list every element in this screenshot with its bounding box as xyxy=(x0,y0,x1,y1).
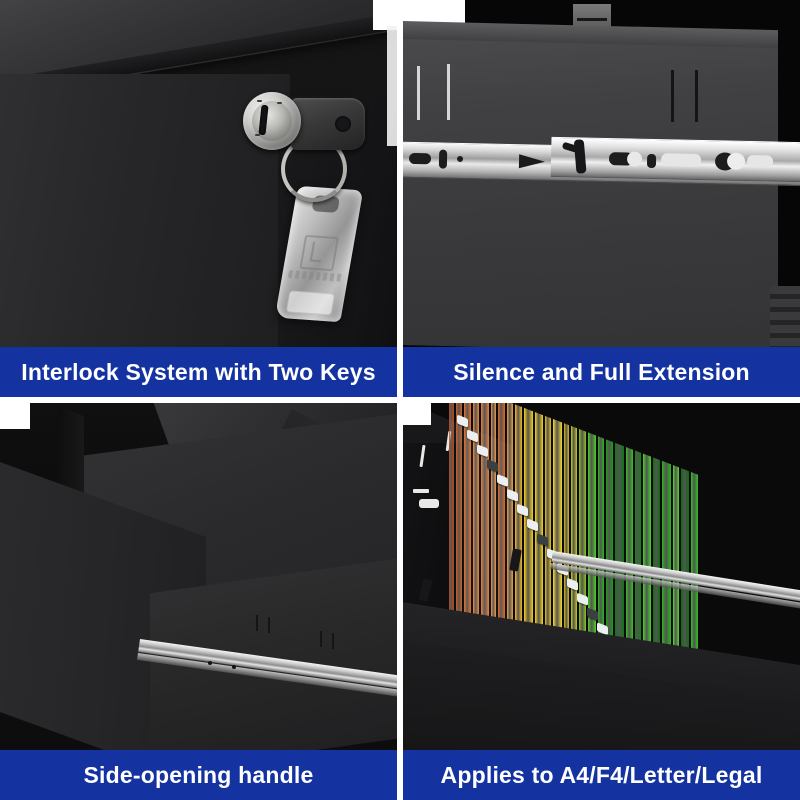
panel-interlock-system: Interlock System with Two Keys xyxy=(0,0,397,397)
backdrop-white-corner xyxy=(403,403,431,425)
drawer-slot xyxy=(417,66,420,120)
cabinet-front-face xyxy=(0,74,290,397)
folder-tab xyxy=(537,533,548,547)
caption-text-paper-sizes: Applies to A4/F4/Letter/Legal xyxy=(440,761,763,788)
backdrop-white-corner xyxy=(0,403,30,429)
drawer-slot xyxy=(695,70,698,122)
folder-tab xyxy=(587,607,598,621)
folder-tab xyxy=(457,414,468,428)
folder-tab xyxy=(517,503,528,517)
folder-tab xyxy=(527,518,538,532)
slide-rail-arrow xyxy=(518,154,546,169)
caption-bar-silence: Silence and Full Extension xyxy=(403,347,800,397)
folder-tab xyxy=(477,444,488,458)
folder-tab xyxy=(507,488,518,502)
key-head-hole xyxy=(335,116,351,132)
cabinet-edge-detail xyxy=(770,286,800,348)
drawer-slot xyxy=(671,70,674,122)
lock-cylinder-icon xyxy=(243,92,301,150)
panel-paper-sizes: Applies to A4/F4/Letter/Legal xyxy=(403,403,800,800)
folder-tab xyxy=(467,429,478,443)
key-fob-label xyxy=(287,270,343,282)
caption-bar-interlock: Interlock System with Two Keys xyxy=(0,347,397,397)
panel-side-opening-handle: Side-opening handle xyxy=(0,403,397,800)
panel-silence-full-extension: Silence and Full Extension xyxy=(403,0,800,397)
backdrop-white-strip xyxy=(387,26,397,146)
folder-tab xyxy=(487,459,498,473)
key-head xyxy=(291,98,365,150)
backdrop-white-notch xyxy=(373,0,397,30)
caption-bar-paper-sizes: Applies to A4/F4/Letter/Legal xyxy=(403,750,800,800)
caption-text-handle: Side-opening handle xyxy=(83,761,314,788)
folder-tab xyxy=(577,592,588,606)
caption-bar-handle: Side-opening handle xyxy=(0,750,397,800)
caption-text-interlock: Interlock System with Two Keys xyxy=(21,358,376,385)
key-fob-emblem xyxy=(299,234,339,272)
drawer-slot xyxy=(447,64,450,120)
key-fob-window xyxy=(285,290,336,316)
caption-text-silence: Silence and Full Extension xyxy=(453,358,750,385)
drawer-side-panel xyxy=(403,38,800,356)
drawer-slide-rail xyxy=(403,136,800,187)
folder-tab xyxy=(567,577,578,591)
folder-tab xyxy=(497,473,508,488)
